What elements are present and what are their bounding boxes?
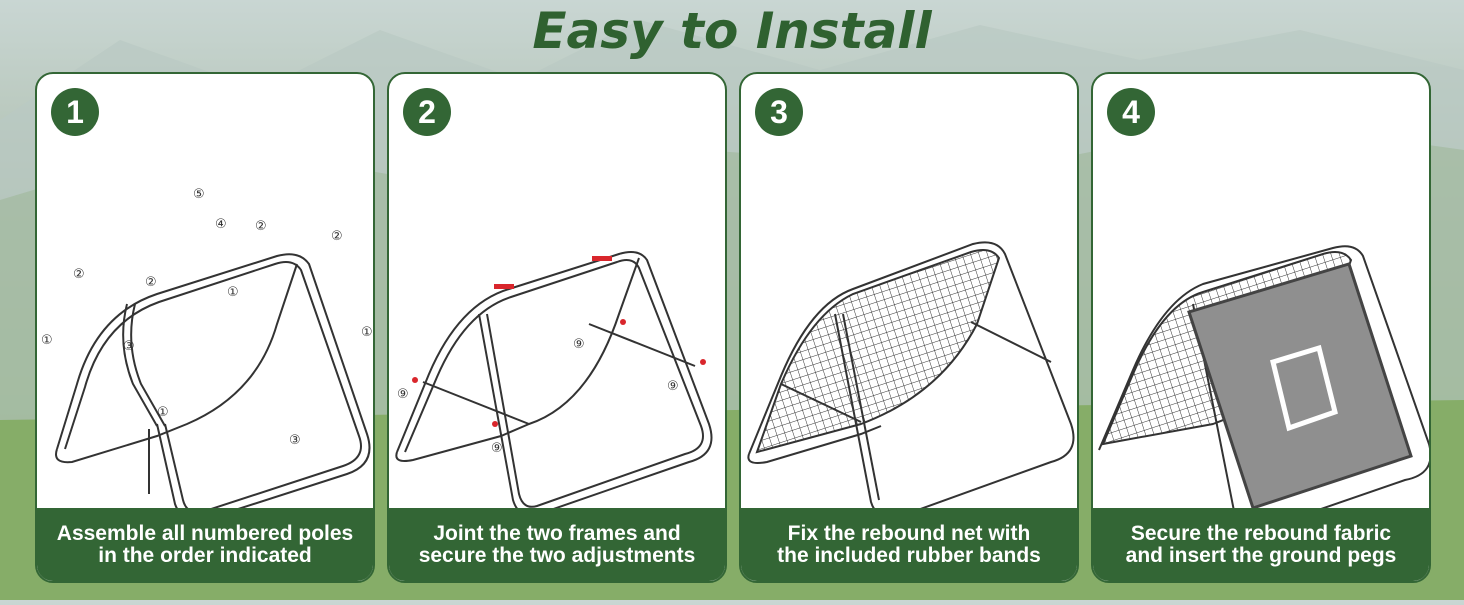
net-attached-illustration xyxy=(741,144,1077,519)
poles-assembly-illustration: ⑤ ④ ② ② ② ② ① ① ③ ① ① ③ xyxy=(37,144,373,521)
pole-label: ① xyxy=(41,333,53,348)
pole-label: ⑨ xyxy=(491,441,503,456)
fabric-and-pegs-illustration xyxy=(1093,144,1429,532)
step-1-card: 1 ⑤ ④ ② ② ② ② ① ① ③ ① ① ③ Assemble all xyxy=(35,72,375,583)
step-2-card: 2 ⑨ ⑨ ⑨ ⑨ Joint the two frames and s xyxy=(387,72,727,583)
frames-joined-illustration: ⑨ ⑨ ⑨ ⑨ xyxy=(389,144,725,517)
pole-label: ② xyxy=(255,219,267,234)
step-caption: Assemble all numbered poles in the order… xyxy=(37,508,373,581)
pole-label: ① xyxy=(157,405,169,420)
step-number-badge: 2 xyxy=(403,88,451,136)
step-caption: Joint the two frames and secure the two … xyxy=(389,508,725,581)
pole-label: ⑨ xyxy=(667,379,679,394)
pole-label: ① xyxy=(227,285,239,300)
pole-label: ⑨ xyxy=(397,387,409,402)
step-3-card: 3 Fix the rebound net with the included … xyxy=(739,72,1079,583)
pole-label: ③ xyxy=(123,339,135,354)
pole-label: ④ xyxy=(215,217,227,232)
step-number-badge: 4 xyxy=(1107,88,1155,136)
adjustment-clip-icons xyxy=(412,256,706,427)
step-number-badge: 1 xyxy=(51,88,99,136)
step-caption: Fix the rebound net with the included ru… xyxy=(741,508,1077,581)
step-caption: Secure the rebound fabric and insert the… xyxy=(1093,508,1429,581)
pole-label: ① xyxy=(361,325,373,340)
target-square xyxy=(1270,344,1338,432)
pole-label: ⑨ xyxy=(573,337,585,352)
pole-label: ③ xyxy=(289,433,301,448)
pole-label: ② xyxy=(73,267,85,282)
pole-label: ② xyxy=(331,229,343,244)
pole-label: ② xyxy=(145,275,157,290)
step-number-badge: 3 xyxy=(755,88,803,136)
pole-label: ⑤ xyxy=(193,187,205,202)
step-4-card: 4 Secure the rebound fabric and insert t… xyxy=(1091,72,1431,583)
page-title: Easy to Install xyxy=(532,2,932,60)
